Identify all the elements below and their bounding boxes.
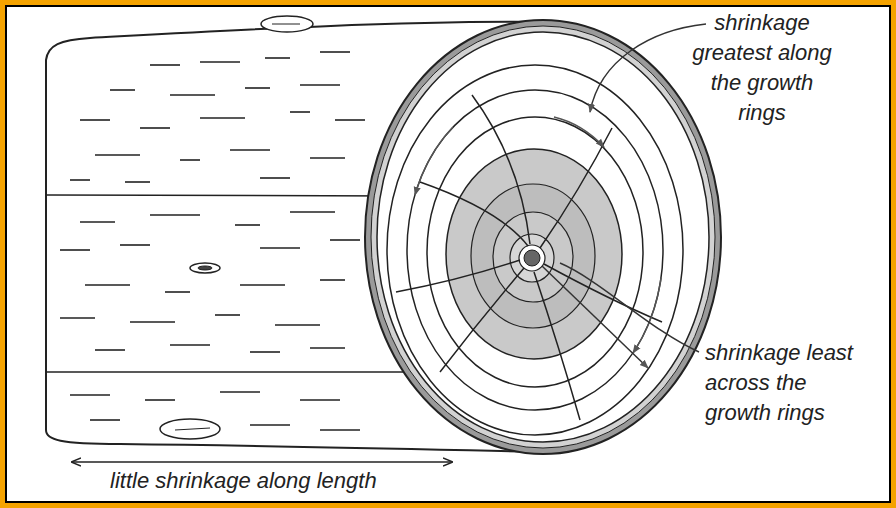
log-body-part-part xyxy=(60,249,90,251)
log-body-part-part xyxy=(310,347,345,349)
log-body-part-part xyxy=(320,279,345,281)
log-body-part-part xyxy=(80,119,110,121)
cross-section-part-part xyxy=(420,182,528,246)
cross-section-part xyxy=(519,245,545,271)
log-body-part-part xyxy=(290,211,335,213)
annotation-label: shrinkage greatest along the growth ring… xyxy=(688,8,836,128)
log-body-part-part xyxy=(200,117,245,119)
log-body-part-part xyxy=(170,94,215,96)
cross-section xyxy=(365,20,721,454)
cross-section-part xyxy=(446,149,622,359)
log-body-part xyxy=(60,52,365,430)
cross-section-part-part xyxy=(544,264,662,322)
log-body-part-part xyxy=(260,247,300,249)
log-body-part-part xyxy=(180,159,200,161)
log-body-part-part xyxy=(95,349,125,351)
log-body-part-part xyxy=(320,429,360,431)
log-body-part-part xyxy=(130,321,175,323)
cross-section-part xyxy=(510,234,554,282)
log-body-part-part xyxy=(300,84,340,86)
log-body-part-part xyxy=(60,317,95,319)
log-body-part-part xyxy=(220,391,260,393)
cross-section-part xyxy=(396,95,662,420)
log-body-part-part xyxy=(95,154,140,156)
cross-section-part-part xyxy=(633,278,661,353)
log-body-part-part xyxy=(300,399,340,401)
cross-section-part xyxy=(377,32,709,442)
leader-lines xyxy=(542,24,706,368)
cross-section-part xyxy=(365,20,721,454)
log-body-part-part xyxy=(250,351,280,353)
log-body-part-part xyxy=(265,57,290,59)
cross-section-part-part xyxy=(534,272,580,420)
log-body-part-part xyxy=(110,89,135,91)
log-body-part-part xyxy=(70,179,90,181)
log-body-part-part xyxy=(145,399,175,401)
cross-section-part xyxy=(407,90,663,410)
log-body-part xyxy=(46,371,420,373)
log-body-part-part xyxy=(150,64,180,66)
log-body-part xyxy=(160,419,220,439)
log-body-part xyxy=(261,16,313,32)
log-body-part-part xyxy=(320,51,350,53)
length-arrow xyxy=(72,461,452,463)
log-body-part-part xyxy=(250,424,290,426)
log-body-part-part xyxy=(240,284,285,286)
cross-section-part-part xyxy=(554,117,604,147)
log-body-part-part xyxy=(70,394,110,396)
leader-lines-part xyxy=(542,266,648,368)
cross-section-part-part xyxy=(440,268,524,372)
cross-section-part xyxy=(371,26,715,448)
log-body-part xyxy=(46,195,400,196)
log-body-part-part xyxy=(80,221,115,223)
log-body-part-part xyxy=(335,119,365,121)
cross-section-part-part xyxy=(540,128,612,248)
outer-frame xyxy=(3,3,894,506)
annotation-label: little shrinkage along length xyxy=(110,466,470,496)
log-body-part-part xyxy=(140,127,170,129)
cross-section-part xyxy=(524,250,540,266)
cross-section-part xyxy=(493,212,573,302)
log-body-part-part xyxy=(85,284,130,286)
log-body-part-part xyxy=(260,177,290,179)
annotation-label: shrinkage least across the growth rings xyxy=(705,338,865,428)
log-body-part-part xyxy=(215,314,240,316)
log-body-part-part xyxy=(165,291,190,293)
log-body-part xyxy=(272,24,300,25)
log-body-part-part xyxy=(235,224,260,226)
log-body-part-part xyxy=(290,111,310,113)
cross-section-part xyxy=(427,117,643,387)
cross-section-part xyxy=(471,184,595,328)
log-body-part-part xyxy=(245,87,270,89)
leader-lines-part xyxy=(560,263,699,352)
log-body-part xyxy=(190,263,220,273)
cross-section-part-part xyxy=(472,95,530,244)
log-body-part-part xyxy=(120,244,150,246)
cross-section-part-part xyxy=(396,260,520,292)
leader-lines-part xyxy=(590,24,706,112)
log-body-part xyxy=(198,266,212,270)
cross-section-part xyxy=(415,117,661,353)
log-body-part-part xyxy=(150,214,200,216)
log-body-part-part xyxy=(200,61,240,63)
cross-section-part-part xyxy=(415,127,453,195)
log-body-part-part xyxy=(170,344,210,346)
log-body-part-part xyxy=(330,239,360,241)
log-body-part-part xyxy=(230,149,270,151)
log-body-part xyxy=(175,428,210,430)
length-arrow-part xyxy=(72,461,452,463)
cross-section-part xyxy=(387,65,683,435)
log-body-part-part xyxy=(310,157,345,159)
log-body-part-part xyxy=(90,419,120,421)
inner-frame xyxy=(6,6,890,502)
log-body-part-part xyxy=(125,181,150,183)
log-body-part-part xyxy=(275,324,320,326)
